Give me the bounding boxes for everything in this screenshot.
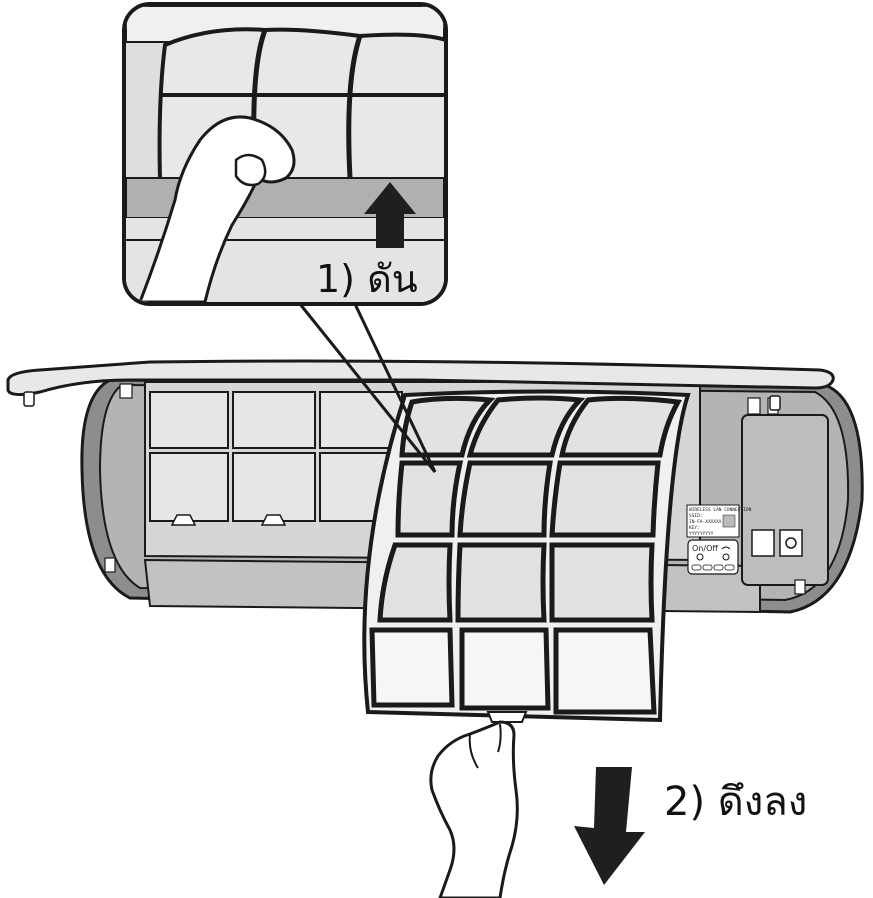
wireless-label-sticker: WIRELESS LAN CONNECTION SSID: IN-FA-XXXX… [686,504,752,538]
wireless-label-title: WIRELESS LAN CONNECTION [689,507,752,513]
wireless-label-ssid: SSID: [689,513,703,519]
step-1-label: 1) ดัน [316,257,418,301]
wifi-icon [721,546,731,550]
pull-down-arrow-icon [574,767,645,885]
air-filter[interactable] [362,389,691,723]
internal-filter-left [149,391,403,522]
wireless-label-key: KEY: [689,525,700,531]
step-2-label: 2) ดึงลง [664,779,807,825]
hand-pulling-icon [429,720,519,898]
onoff-button-panel: On/Off [687,539,739,575]
wireless-label-ssid-value: IN-FA-XXXXXX [689,519,722,525]
callout-pointer [298,303,437,473]
control-panel [741,414,829,586]
push-up-arrow-icon [364,182,416,248]
callout-magnified-view: 1) ดัน [122,2,448,306]
front-panel-lid [6,359,835,397]
wireless-label-key-value: YYYYYYYYY [689,531,714,537]
onoff-label: On/Off [692,544,718,553]
